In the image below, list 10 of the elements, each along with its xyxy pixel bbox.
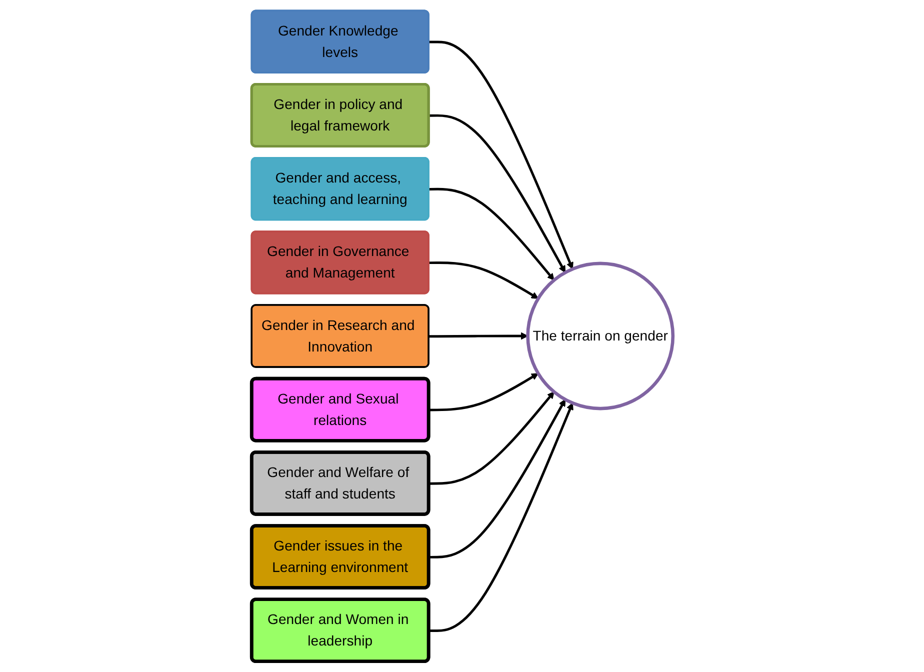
arrow	[428, 402, 574, 632]
arrow	[428, 373, 538, 412]
arrow	[428, 392, 554, 485]
node-circle: The terrain on gender	[526, 262, 674, 410]
arrow	[428, 40, 574, 270]
arrow	[428, 399, 566, 558]
arrow	[428, 188, 554, 280]
arrow	[428, 262, 538, 299]
arrow	[428, 332, 528, 340]
arrow	[428, 114, 566, 273]
